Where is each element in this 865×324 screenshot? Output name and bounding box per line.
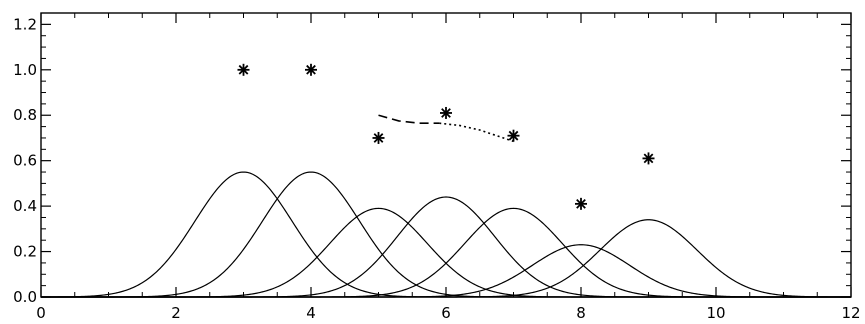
asterisk-stroke — [508, 130, 519, 141]
asterisk-marker-6 — [575, 197, 587, 210]
asterisk-stroke — [643, 153, 654, 164]
x-tick-label: 4 — [306, 304, 316, 322]
plot-frame — [40, 12, 852, 298]
asterisk-stroke — [373, 133, 384, 143]
gaussian-curve-7 — [41, 219, 851, 298]
y-tick-label: 0.4 — [13, 197, 37, 215]
y-tick-label: 0.2 — [13, 243, 37, 261]
asterisk-marker-7 — [642, 152, 655, 165]
dotted-curve — [439, 122, 514, 143]
asterisk-marker-4 — [440, 106, 452, 119]
fit-lines — [378, 114, 514, 143]
asterisk-marker-2 — [305, 63, 317, 76]
x-axis: 0 2 4 6 8 10 12 — [36, 13, 861, 322]
x-tick-label: 6 — [441, 304, 451, 322]
asterisk-stroke — [306, 64, 316, 75]
gaussian-curve-3 — [41, 207, 851, 298]
x-tick-label: 12 — [841, 304, 860, 322]
asterisk-marker-1 — [237, 63, 250, 76]
asterisk-marker-3 — [372, 131, 385, 144]
gaussian-curves — [41, 171, 851, 298]
gaussian-curve-5 — [41, 207, 851, 298]
x-tick-label: 8 — [576, 304, 586, 322]
asterisk-stroke — [576, 198, 586, 209]
asterisk-stroke — [441, 108, 451, 118]
asterisk-stroke — [238, 64, 249, 75]
y-tick-label: 1.2 — [13, 15, 37, 33]
dashed-curve — [378, 114, 440, 124]
x-tick-label: 0 — [36, 304, 46, 322]
y-tick-label: 0.8 — [13, 106, 37, 124]
y-tick-label: 1.0 — [13, 61, 37, 79]
gaussian-curve-4 — [41, 196, 851, 298]
x-tick-label: 10 — [706, 304, 725, 322]
y-axis: 0.0 0.2 0.4 0.6 0.8 1.0 1.2 — [13, 15, 851, 306]
y-tick-label: 0.6 — [13, 152, 37, 170]
asterisk-marker-5 — [507, 129, 520, 142]
y-tick-label: 0.0 — [13, 288, 37, 306]
x-tick-label: 2 — [171, 304, 181, 322]
data-points — [237, 63, 655, 210]
